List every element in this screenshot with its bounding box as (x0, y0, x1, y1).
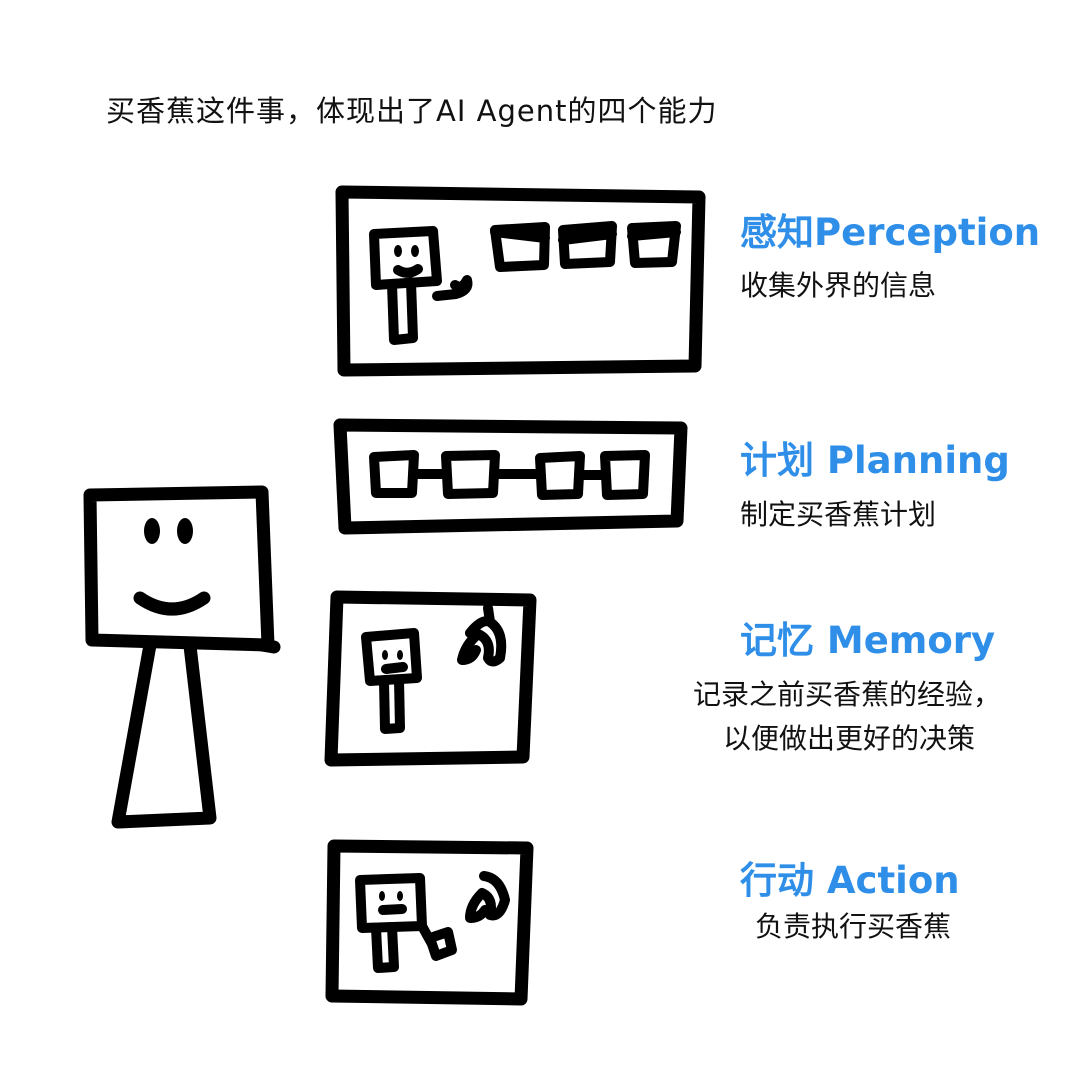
capability-perception-heading: 感知Perception (740, 211, 1041, 254)
page-title: 买香蕉这件事，体现出了AI Agent的四个能力 (106, 94, 718, 128)
capability-memory-heading: 记忆 Memory (740, 619, 996, 662)
capability-memory-description-line1: 记录之前买香蕉的经验， (693, 678, 1002, 711)
memory-panel (324, 590, 537, 767)
planning-panel (333, 418, 688, 535)
capability-action-heading: 行动 Action (740, 859, 960, 902)
big-robot-icon (83, 485, 281, 829)
capability-planning-description: 制定买香蕉计划 (740, 498, 937, 531)
capability-action-description: 负责执行买香蕉 (755, 910, 952, 943)
capability-memory-description-line2: 以便做出更好的决策 (723, 722, 976, 755)
action-panel (325, 839, 534, 1006)
perception-panel (335, 185, 706, 377)
capability-perception-description: 收集外界的信息 (740, 269, 937, 302)
capability-planning-heading: 计划 Planning (740, 439, 1010, 482)
